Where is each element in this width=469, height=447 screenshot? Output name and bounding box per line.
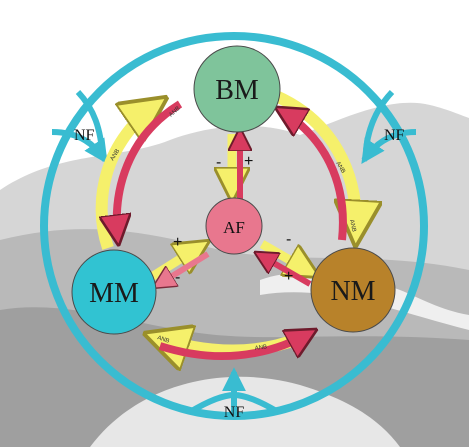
spoke-bm-af <box>232 132 240 200</box>
node-af: AF <box>205 197 263 255</box>
arrow-label-bm-mm-mid: ANB <box>110 148 122 162</box>
node-nm-label: NM <box>330 276 375 307</box>
node-af-label: AF <box>223 218 245 237</box>
arrow-mm-nm <box>152 332 312 356</box>
arrow-label-mm-nm-right: ANB <box>254 344 267 352</box>
nf-right-flow <box>361 89 417 164</box>
sign-nm-af-plus: + <box>284 268 293 285</box>
nf-left-label: NF <box>74 127 95 144</box>
sign-mm-af-plus: + <box>173 234 182 251</box>
arrow-label-mm-nm-left: ANB <box>156 335 170 345</box>
node-bm-label: BM <box>215 75 259 106</box>
node-nm: NM <box>310 247 396 333</box>
nf-bottom-label: NF <box>224 404 245 421</box>
spoke-mm-af <box>147 244 208 286</box>
node-mm: MM <box>71 249 157 335</box>
sign-nm-af-minus: - <box>286 231 291 248</box>
arrow-bm-mm <box>95 102 183 250</box>
arrow-label-bm-nm-mid: ANB <box>334 161 346 175</box>
sign-bm-af-minus: - <box>216 154 221 171</box>
nf-bottom-flow <box>188 367 280 416</box>
nf-right-label: NF <box>384 127 405 144</box>
node-mm-label: MM <box>89 278 139 309</box>
arrow-bm-nm <box>276 90 356 240</box>
spoke-nm-af <box>258 240 314 287</box>
arrow-label-bm-nm-bottom: ANB <box>348 219 356 232</box>
node-bm: BM <box>193 45 281 133</box>
nf-left-flow <box>51 89 108 164</box>
sign-mm-af-minus: - <box>175 269 180 286</box>
sign-bm-af-plus: + <box>244 153 253 170</box>
